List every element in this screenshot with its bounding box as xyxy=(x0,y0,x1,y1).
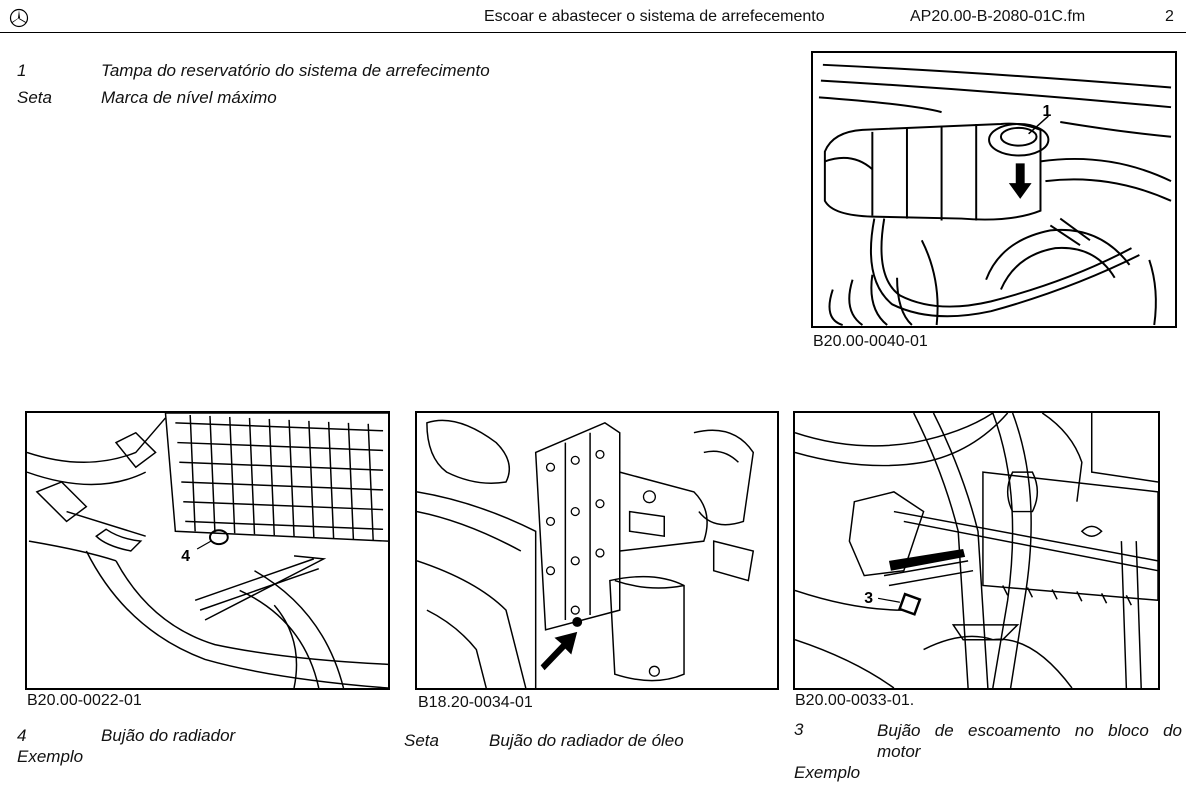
engine-block-caption: B20.00-0033-01. xyxy=(795,692,915,709)
header-rule xyxy=(0,32,1186,33)
legend-oil-cooler-key: Seta xyxy=(404,731,439,750)
reservoir-callout: 1 xyxy=(1042,103,1051,120)
radiator-figure: 4 xyxy=(25,411,390,690)
oil-cooler-caption: B18.20-0034-01 xyxy=(418,694,533,711)
page-number: 2 xyxy=(1165,8,1174,25)
legend-text-seta: Marca de nível máximo xyxy=(101,88,277,107)
legend-engine-key: 3 xyxy=(794,720,804,739)
reservoir-figure: 1 xyxy=(811,51,1177,328)
oil-cooler-figure xyxy=(415,411,779,690)
engine-block-callout: 3 xyxy=(864,590,873,607)
legend-radiator-note: Exemplo xyxy=(17,747,84,766)
engine-block-figure: 3 xyxy=(793,411,1160,690)
reservoir-caption: B20.00-0040-01 xyxy=(813,333,928,350)
legend-key-seta: Seta xyxy=(17,88,52,107)
legend-engine-text: Bujão de escoamento no bloco do motor xyxy=(877,721,1182,761)
legend-engine-note: Exemplo xyxy=(794,763,861,782)
legend-text-1: Tampa do reservatório do sistema de arre… xyxy=(101,61,490,80)
document-id: AP20.00-B-2080-01C.fm xyxy=(910,8,1086,25)
brand-logo-icon xyxy=(9,8,29,28)
legend-radiator-key: 4 xyxy=(17,726,27,745)
legend-radiator-text: Bujão do radiador xyxy=(101,726,236,745)
radiator-caption: B20.00-0022-01 xyxy=(27,692,142,709)
radiator-callout: 4 xyxy=(181,548,190,565)
document-title: Escoar e abastecer o sistema de arrefece… xyxy=(484,8,825,25)
legend-key-1: 1 xyxy=(17,61,27,80)
legend-oil-cooler-text: Bujão do radiador de óleo xyxy=(489,731,684,750)
